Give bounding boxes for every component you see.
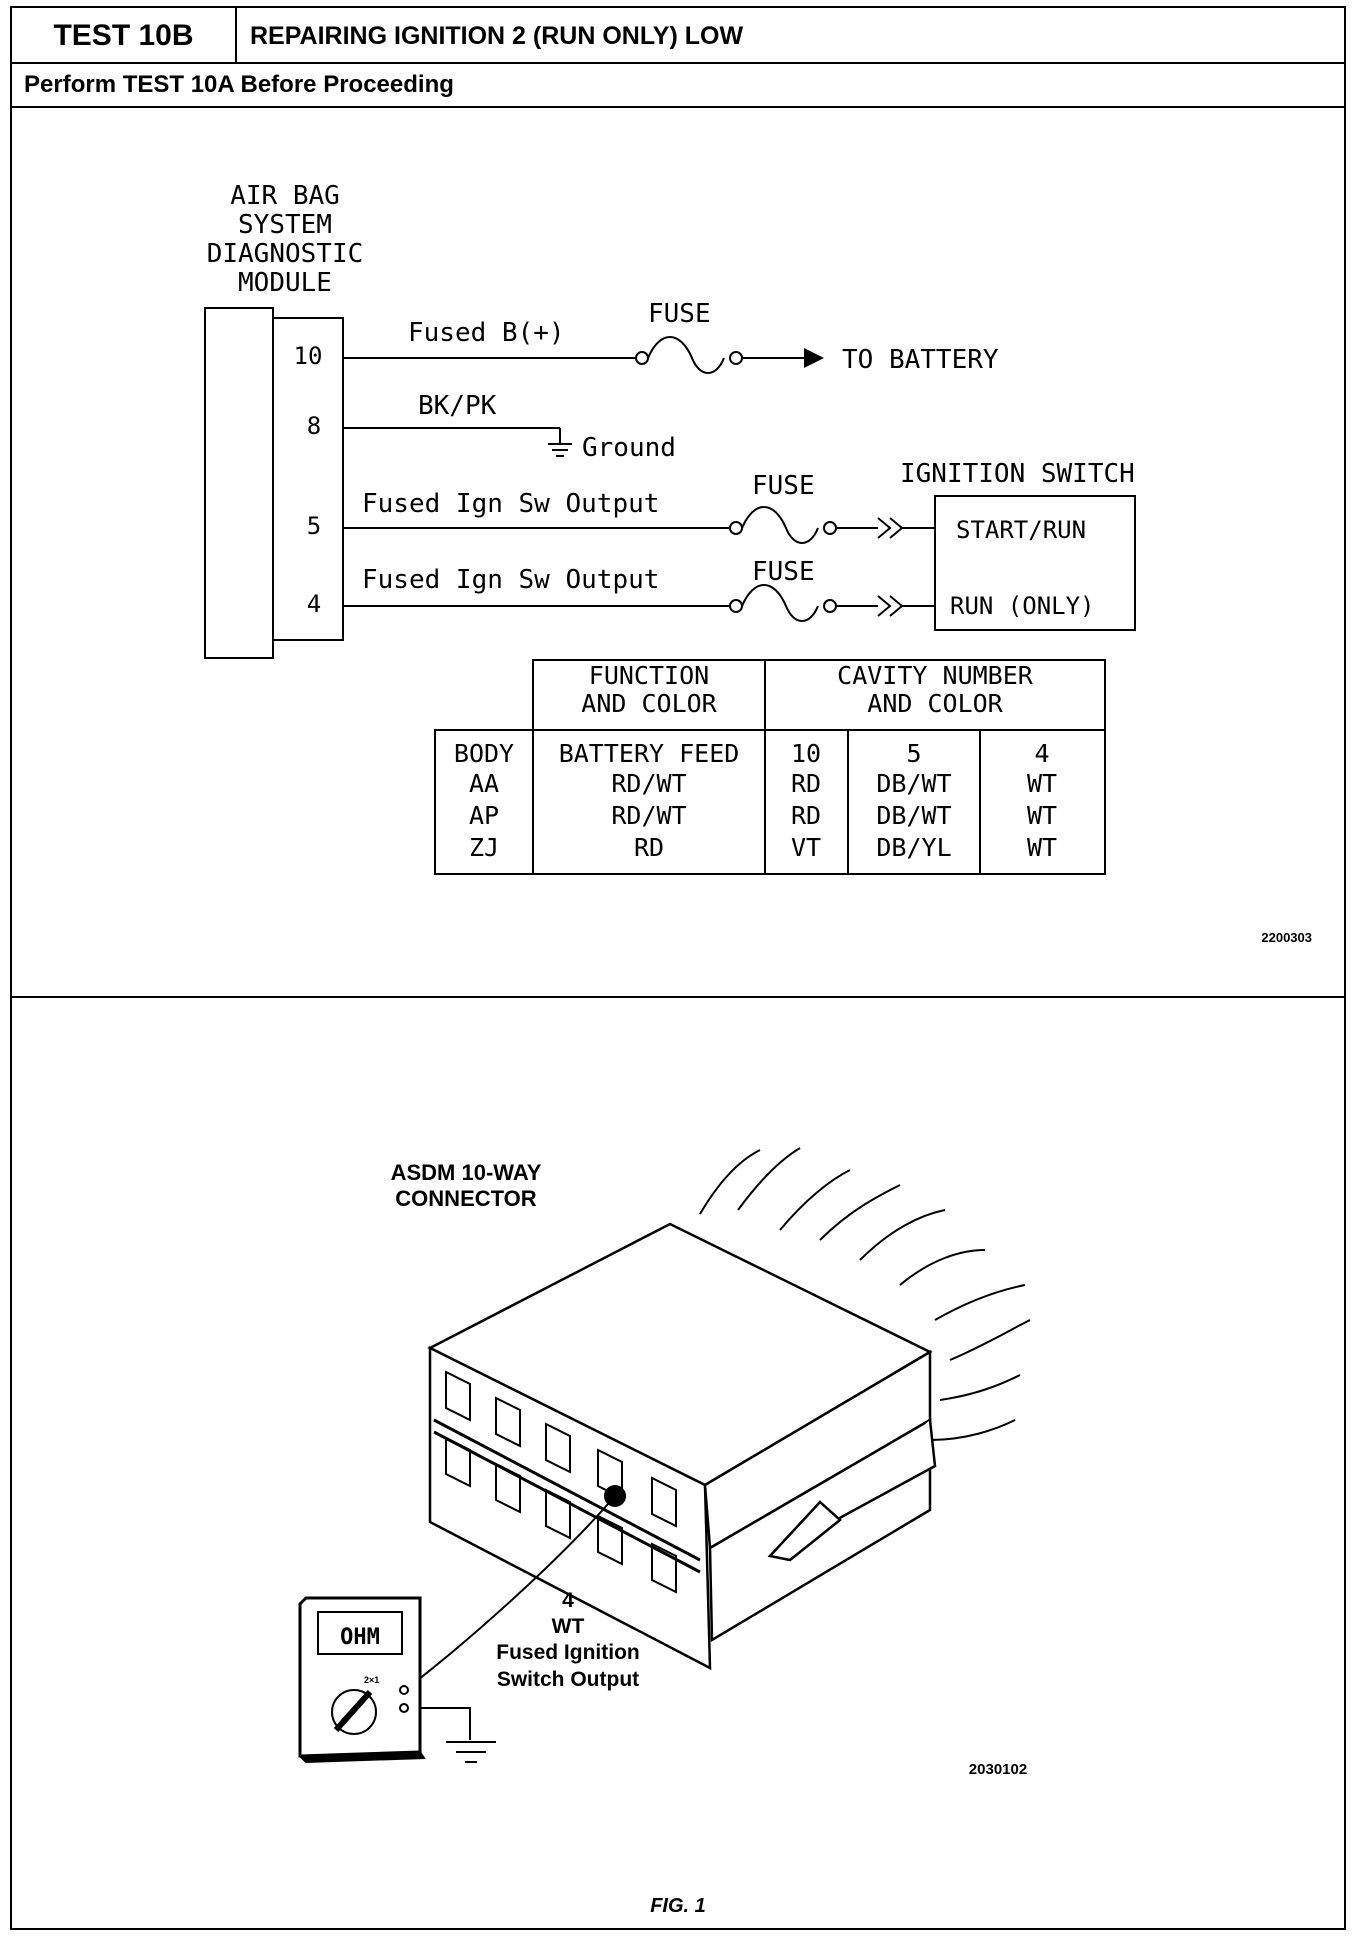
table-column-header: 5 bbox=[906, 739, 921, 768]
table-cell: RD/WT bbox=[611, 801, 686, 830]
fuse-terminal bbox=[729, 521, 743, 535]
test-lead bbox=[404, 1495, 616, 1691]
pin-number: 5 bbox=[307, 512, 321, 540]
wire-color-table: FUNCTION AND COLOR CAVITY NUMBER AND COL… bbox=[434, 659, 1106, 875]
table-cell: WT bbox=[1027, 801, 1057, 830]
page-frame: TEST 10B REPAIRING IGNITION 2 (RUN ONLY)… bbox=[10, 6, 1346, 1930]
connector-body bbox=[427, 1222, 937, 1671]
table-cell: DB/WT bbox=[876, 769, 951, 798]
meter-jack bbox=[399, 1685, 409, 1695]
table-header: CAVITY NUMBER bbox=[837, 661, 1034, 690]
table-cell: VT bbox=[791, 833, 821, 862]
table-cell: AA bbox=[469, 769, 499, 798]
module-label-line: MODULE bbox=[238, 268, 332, 298]
fuse-terminal bbox=[635, 351, 649, 365]
figure-caption: FIG. 1 bbox=[650, 1895, 706, 1917]
meter-range-label: 2×1 bbox=[364, 1675, 379, 1685]
table-header: AND COLOR bbox=[581, 689, 717, 718]
callout-text: 4 bbox=[562, 1589, 574, 1612]
module-label-line: DIAGNOSTIC bbox=[207, 239, 364, 269]
table-cell: RD bbox=[791, 769, 821, 798]
table-header: FUNCTION bbox=[589, 661, 709, 690]
table-cell: DB/YL bbox=[876, 833, 951, 862]
to-battery-label: TO BATTERY bbox=[842, 345, 999, 375]
table-cell: AP bbox=[469, 801, 499, 830]
ground-lead bbox=[405, 1707, 471, 1740]
figure-number: 2030102 bbox=[969, 1761, 1027, 1778]
wire-label-ign-out: Fused Ign Sw Output bbox=[362, 489, 659, 519]
ground-symbol bbox=[446, 1741, 496, 1763]
table-cell: RD bbox=[791, 801, 821, 830]
fuse-terminal bbox=[729, 599, 743, 613]
fuse-label: FUSE bbox=[648, 299, 711, 329]
switch-run-only: RUN (ONLY) bbox=[950, 592, 1095, 620]
connector-title: CONNECTOR bbox=[395, 1186, 536, 1211]
fuse-symbol bbox=[741, 584, 819, 622]
table-cell: RD/WT bbox=[611, 769, 686, 798]
table-cell: RD bbox=[634, 833, 664, 862]
prerequisite-note: Perform TEST 10A Before Proceeding bbox=[12, 64, 1344, 108]
callout-text: WT bbox=[552, 1615, 585, 1638]
table-column-header: 10 bbox=[791, 739, 821, 768]
meter-jack bbox=[399, 1703, 409, 1713]
wire-label-bkpk: BK/PK bbox=[418, 391, 497, 421]
wire-label-fused-b: Fused B(+) bbox=[408, 318, 565, 348]
pin-number: 10 bbox=[294, 342, 323, 370]
module-connector bbox=[272, 317, 344, 641]
switch-start-run: START/RUN bbox=[956, 516, 1086, 544]
ohmmeter: OHM 2×1 bbox=[298, 1596, 426, 1764]
ignition-switch-label: IGNITION SWITCH bbox=[900, 459, 1135, 489]
connector-figure: ASDM 10-WAY CONNECTOR bbox=[298, 1147, 1031, 1917]
fuse-label: FUSE bbox=[752, 557, 815, 587]
table-cell: DB/WT bbox=[876, 801, 951, 830]
fuse-symbol bbox=[741, 506, 819, 544]
connector-title: ASDM 10-WAY bbox=[391, 1160, 542, 1185]
table-cell: WT bbox=[1027, 769, 1057, 798]
table-cell: WT bbox=[1027, 833, 1057, 862]
module-label-line: AIR BAG bbox=[230, 181, 340, 211]
meter-reading: OHM bbox=[340, 1625, 380, 1650]
wire-label-ign-out: Fused Ign Sw Output bbox=[362, 565, 659, 595]
fuse-label: FUSE bbox=[752, 471, 815, 501]
test-title: REPAIRING IGNITION 2 (RUN ONLY) LOW bbox=[250, 21, 744, 50]
section-divider bbox=[12, 996, 1344, 998]
table-header: AND COLOR bbox=[867, 689, 1003, 718]
figure-number: 2200303 bbox=[1261, 930, 1312, 945]
schematic: AIR BAG SYSTEM DIAGNOSTIC MODULE 10 8 5 … bbox=[204, 181, 1312, 945]
module-label-line: SYSTEM bbox=[238, 210, 332, 240]
module-body bbox=[204, 307, 274, 659]
callout-text: Switch Output bbox=[497, 1668, 639, 1691]
callout-text: Fused Ignition bbox=[496, 1641, 639, 1664]
table-column-header: BATTERY FEED bbox=[559, 739, 740, 768]
connector-wires bbox=[699, 1147, 1031, 1441]
fuse-terminal bbox=[823, 599, 837, 613]
meter-dial-knob bbox=[333, 1689, 373, 1733]
connector-symbol bbox=[877, 517, 904, 539]
fuse-terminal bbox=[729, 351, 743, 365]
connector-latch bbox=[433, 1418, 701, 1574]
pin-number: 8 bbox=[307, 412, 321, 440]
header-row: TEST 10B REPAIRING IGNITION 2 (RUN ONLY)… bbox=[12, 8, 1344, 64]
fuse-symbol bbox=[647, 336, 725, 374]
table-column-header: BODY bbox=[454, 739, 514, 768]
meter-display bbox=[317, 1611, 403, 1655]
fuse-terminal bbox=[823, 521, 837, 535]
pin-number: 4 bbox=[307, 590, 321, 618]
table-cell: ZJ bbox=[469, 833, 499, 862]
ignition-switch-box bbox=[934, 495, 1136, 631]
connector-symbol bbox=[877, 595, 904, 617]
test-id: TEST 10B bbox=[12, 8, 237, 64]
ground-label: Ground bbox=[582, 433, 676, 463]
table-column-header: 4 bbox=[1034, 739, 1049, 768]
